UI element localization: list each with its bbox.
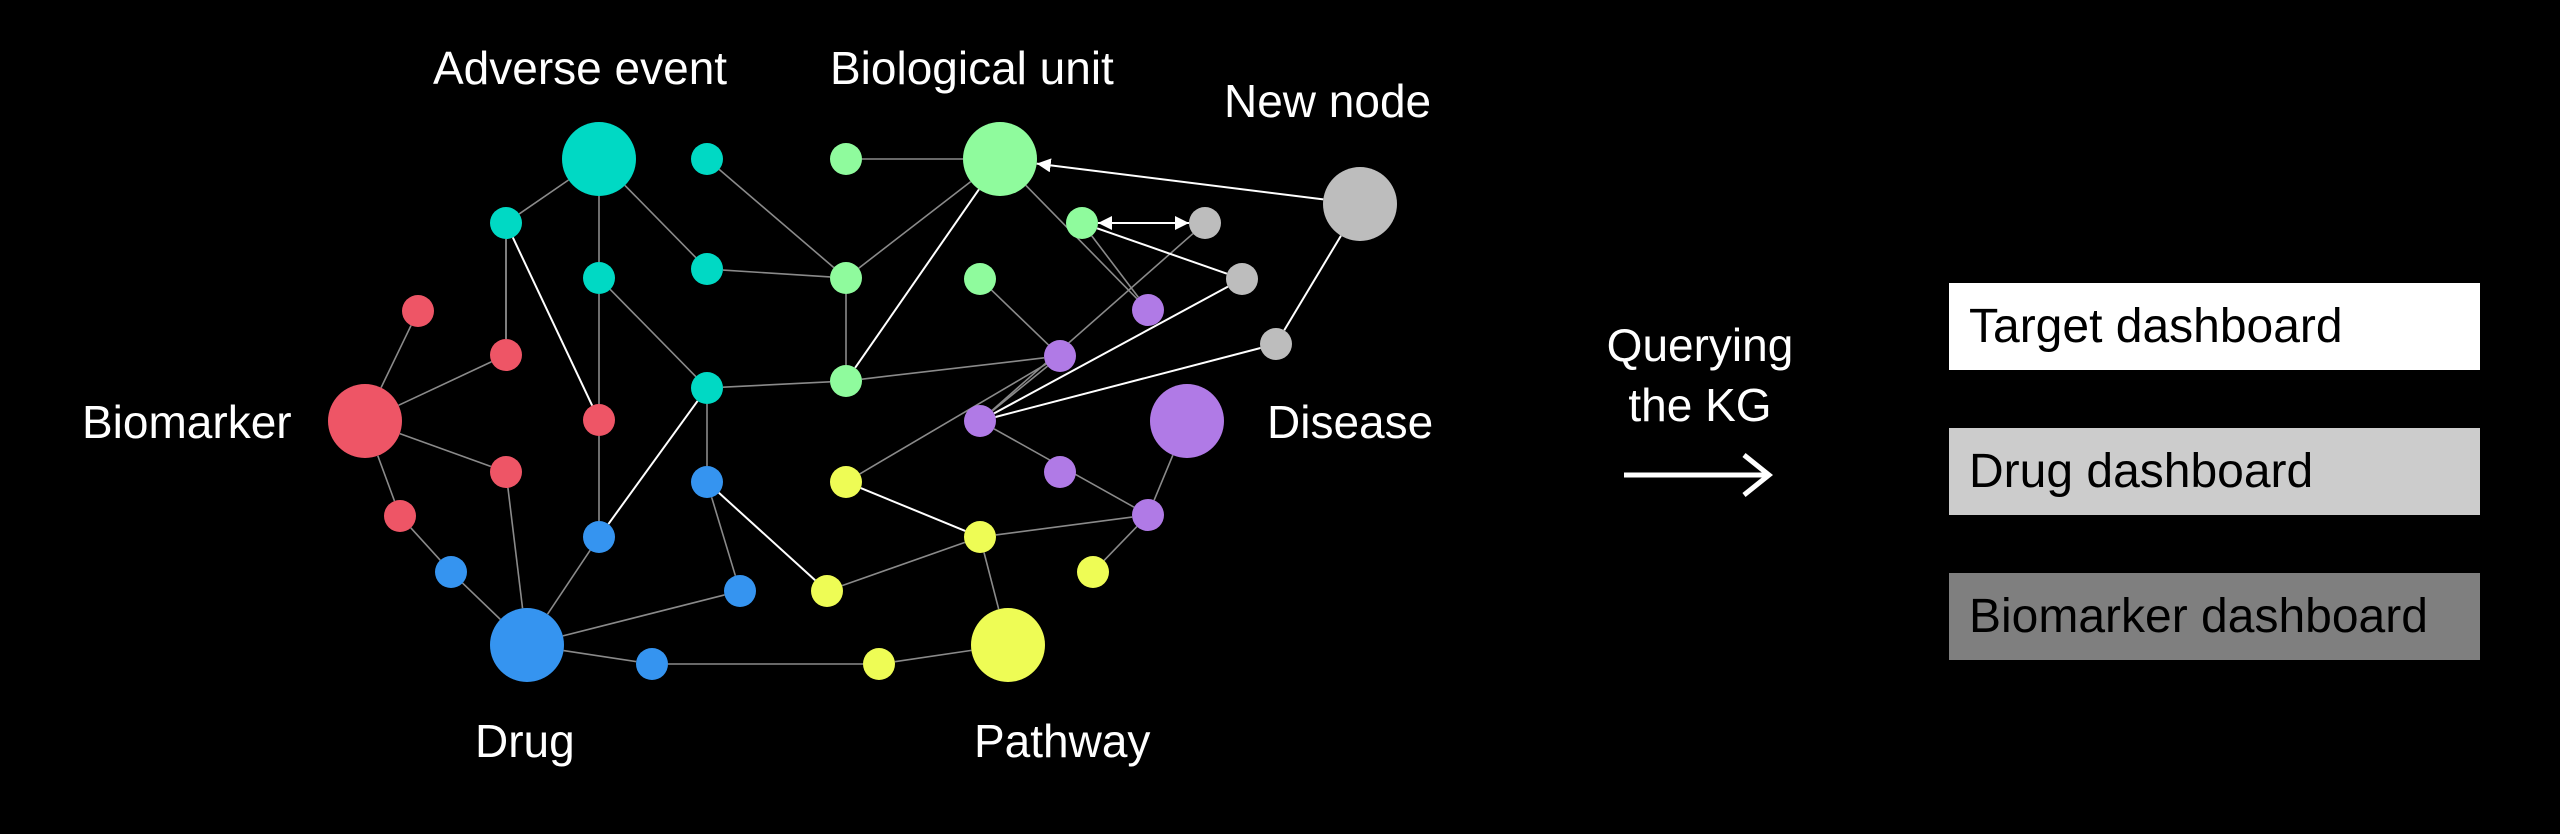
target-dashboard-button[interactable]: Target dashboard bbox=[1949, 283, 2480, 370]
node-biological-unit-g3 bbox=[964, 263, 996, 295]
graph-nodes bbox=[328, 122, 1397, 682]
edge-p3-n1 bbox=[991, 232, 1194, 412]
query-line-1: Querying bbox=[1606, 319, 1794, 371]
edge-g4-bu bbox=[854, 188, 980, 369]
node-biological-unit-g1 bbox=[830, 143, 862, 175]
node-drug-drug bbox=[490, 608, 564, 682]
querying-the-kg-caption: Querying the KG bbox=[1555, 315, 1845, 435]
edge-g2-bu bbox=[858, 180, 972, 269]
edge-nn-bu bbox=[1036, 158, 1324, 201]
node-disease-p1 bbox=[1044, 340, 1076, 372]
edge-y2-y3 bbox=[841, 541, 966, 587]
label-biomarker: Biomarker bbox=[82, 396, 292, 448]
edge-t5-b2 bbox=[607, 400, 699, 525]
edge-n3-nn bbox=[1283, 235, 1342, 331]
label-disease: Disease bbox=[1267, 396, 1434, 448]
node-disease-p3 bbox=[964, 405, 996, 437]
drug-dashboard-button[interactable]: Drug dashboard bbox=[1949, 428, 2480, 515]
edge-p5-dis bbox=[1153, 454, 1174, 501]
label-biological-unit: Biological unit bbox=[830, 42, 1114, 94]
node-pathway-y4 bbox=[1077, 556, 1109, 588]
query-line-2: the KG bbox=[1628, 379, 1772, 431]
edge-p3-n2 bbox=[993, 285, 1229, 415]
node-pathway-y3 bbox=[811, 575, 843, 607]
label-adverse-event: Adverse event bbox=[433, 42, 728, 94]
node-adverse-event-ae bbox=[562, 122, 636, 196]
biomarker-dashboard-button[interactable]: Biomarker dashboard bbox=[1949, 573, 2480, 660]
node-disease-p2 bbox=[1132, 294, 1164, 326]
edge-bio-r4 bbox=[399, 432, 492, 468]
edge-r5-b1 bbox=[410, 527, 441, 561]
edge-b3-y3 bbox=[718, 492, 816, 581]
node-disease-dis bbox=[1150, 384, 1224, 458]
node-new-node-n1 bbox=[1189, 207, 1221, 239]
node-biological-unit-g4 bbox=[830, 365, 862, 397]
node-biomarker-r2 bbox=[490, 339, 522, 371]
node-new-node-n2 bbox=[1226, 263, 1258, 295]
node-drug-b5 bbox=[636, 648, 668, 680]
node-biological-unit-bu bbox=[963, 122, 1037, 196]
edge-p1-y1 bbox=[859, 363, 1047, 475]
edge-bu-p2 bbox=[1025, 184, 1138, 300]
right-arrow-icon bbox=[1624, 453, 1774, 497]
edge-drug-b4 bbox=[562, 594, 725, 637]
node-drug-b4 bbox=[724, 575, 756, 607]
edge-t3-t5 bbox=[609, 288, 697, 378]
edge-g4-p1 bbox=[861, 357, 1045, 380]
edge-y2-pw bbox=[983, 552, 1000, 610]
node-biomarker-r1 bbox=[402, 295, 434, 327]
node-pathway-y1 bbox=[830, 466, 862, 498]
node-biomarker-r5 bbox=[384, 500, 416, 532]
node-new-node-nn bbox=[1323, 167, 1397, 241]
edge-b2-drug bbox=[546, 549, 591, 615]
edge-t1-ae bbox=[518, 179, 569, 215]
node-adverse-event-t4 bbox=[691, 253, 723, 285]
edge-drug-b5 bbox=[563, 649, 637, 663]
node-adverse-event-t5 bbox=[691, 372, 723, 404]
edge-ae-t4 bbox=[624, 184, 697, 259]
node-adverse-event-t1 bbox=[490, 207, 522, 239]
node-biological-unit-g2 bbox=[830, 262, 862, 294]
edge-t4-g2 bbox=[722, 269, 831, 278]
label-drug: Drug bbox=[475, 715, 575, 767]
edge-g5-n2 bbox=[1096, 227, 1228, 275]
node-disease-p4 bbox=[1044, 456, 1076, 488]
edge-b3-b4 bbox=[710, 497, 737, 576]
edge-b1-drug bbox=[461, 582, 501, 620]
graph-edges bbox=[377, 158, 1342, 665]
edge-bio-r2 bbox=[398, 361, 492, 407]
edge-g5-p2 bbox=[1091, 235, 1139, 298]
edge-y5-pw bbox=[894, 649, 972, 663]
node-biomarker-r3 bbox=[583, 404, 615, 436]
edge-r4-drug bbox=[507, 487, 524, 609]
label-pathway: Pathway bbox=[974, 715, 1151, 767]
node-pathway-y5 bbox=[863, 648, 895, 680]
edge-bio-r1 bbox=[380, 325, 412, 389]
node-biomarker-r4 bbox=[490, 456, 522, 488]
edge-bio-r5 bbox=[377, 455, 396, 502]
edge-y2-p5 bbox=[995, 516, 1133, 536]
node-adverse-event-t3 bbox=[583, 262, 615, 294]
edge-t2-g2 bbox=[718, 168, 835, 269]
node-new-node-n3 bbox=[1260, 328, 1292, 360]
node-pathway-y2 bbox=[964, 521, 996, 553]
node-adverse-event-t2 bbox=[691, 143, 723, 175]
edge-t1-r3 bbox=[511, 237, 594, 406]
edge-p1-p3 bbox=[991, 365, 1049, 412]
node-biological-unit-g5 bbox=[1066, 207, 1098, 239]
node-drug-b2 bbox=[583, 521, 615, 553]
edge-y4-p5 bbox=[1103, 525, 1138, 562]
node-drug-b3 bbox=[691, 466, 723, 498]
edge-p3-n3 bbox=[995, 347, 1261, 418]
node-pathway-pw bbox=[971, 608, 1045, 682]
edge-g3-p1 bbox=[990, 289, 1050, 346]
node-biomarker-bio bbox=[328, 384, 402, 458]
node-drug-b1 bbox=[435, 556, 467, 588]
edge-t5-g4 bbox=[722, 381, 831, 388]
node-disease-p5 bbox=[1132, 499, 1164, 531]
edge-y1-y2 bbox=[860, 487, 966, 532]
label-new-node: New node bbox=[1224, 75, 1432, 127]
